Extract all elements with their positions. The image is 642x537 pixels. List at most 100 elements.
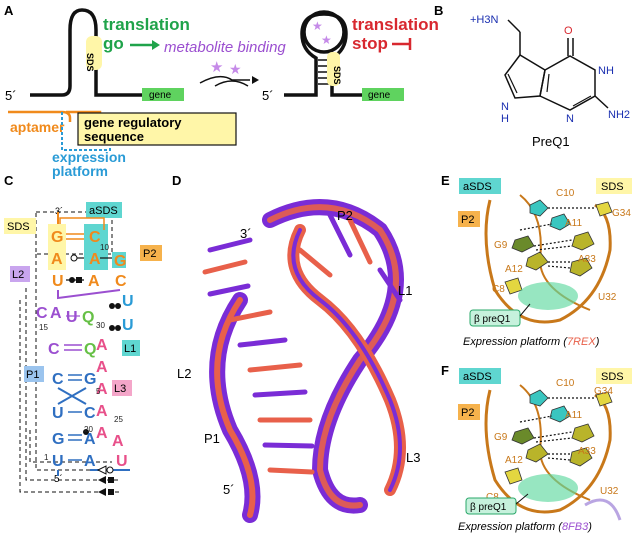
nucleotide: A — [96, 403, 108, 420]
backbone-ribbon-overlay — [214, 297, 256, 518]
f-asds-text: aSDS — [463, 371, 492, 383]
double-bond — [507, 73, 518, 94]
pair-symbols-bottom — [96, 465, 114, 496]
f-backbone — [484, 389, 612, 514]
d-three-prime: 3´ — [240, 226, 252, 241]
f-g9: G9 — [494, 432, 508, 443]
metabolite-star-icon: ★ — [312, 19, 323, 33]
panel-a: A SDS 5´ gene translation go metabolite … — [4, 3, 439, 179]
stop-inhibit-icon — [392, 38, 412, 50]
f-sds-text: SDS — [601, 371, 624, 383]
f-pointer — [515, 493, 529, 505]
aptamer-label: aptamer — [10, 119, 65, 135]
d-l3: L3 — [406, 450, 420, 465]
nucleotide: C — [115, 273, 127, 290]
pair-symbol — [76, 277, 82, 283]
f-caption: Expression platform (8FB3) — [458, 521, 592, 533]
gene-label-left: gene — [149, 90, 172, 101]
nucleotide: U — [66, 309, 78, 326]
l1-tag-text: L1 — [124, 343, 136, 355]
asds-tag — [86, 202, 122, 218]
oxygen-atom: O — [564, 25, 573, 37]
e-preq1-tag — [469, 309, 521, 327]
nucleotide: C — [52, 371, 64, 388]
double-bond — [572, 95, 592, 107]
p1-tag-text: P1 — [26, 369, 39, 381]
translation-stop-text-2: stop — [352, 34, 388, 53]
e-pointer — [519, 303, 531, 317]
nucleotide: C — [84, 405, 96, 422]
metabolite-binding-text: metabolite binding — [164, 39, 286, 56]
amine-bond — [594, 95, 609, 109]
ammonium-group: +H3N — [470, 14, 498, 26]
f-preq1-surface — [518, 474, 578, 502]
c-three-prime: 3´ — [55, 206, 63, 216]
tertiary-lines — [19, 254, 120, 493]
nt-number: 20 — [84, 425, 93, 434]
e-g34: G34 — [612, 208, 631, 219]
panel-c-label: C — [4, 173, 14, 188]
nucleotide: A — [88, 273, 100, 290]
nucleotide: A — [84, 431, 96, 448]
nt-number: 25 — [114, 415, 123, 424]
nucleotide: U — [122, 293, 134, 310]
nucleotide: U — [122, 317, 134, 334]
metabolite-star-icon: ★ — [210, 59, 223, 76]
nucleotide: C — [89, 229, 101, 246]
d-l2: L2 — [177, 366, 191, 381]
nucleotide: A — [50, 305, 62, 322]
e-a33: A33 — [578, 254, 596, 265]
translation-go-text-1: translation — [103, 15, 190, 34]
rna-strand-right — [284, 12, 362, 97]
panel-d: D 3´ P2 L1 L2 P1 5´ L3 — [172, 173, 420, 523]
nh-atom: NH — [598, 65, 614, 77]
translation-stop-text-1: translation — [352, 15, 439, 34]
gene-box-left — [142, 88, 184, 101]
f-asds-tag — [459, 368, 501, 384]
base-sticks — [202, 212, 403, 475]
five-prime-left: 5´ — [5, 88, 17, 103]
expression-platform-text-2: platform — [52, 163, 108, 179]
p2-tag — [140, 245, 162, 261]
f-a33: A33 — [578, 446, 596, 457]
h-left-atom: H — [501, 113, 509, 125]
nucleotide: G — [114, 253, 126, 270]
l2-tag — [10, 266, 30, 282]
f-p2-text: P2 — [461, 407, 474, 419]
panel-d-label: D — [172, 173, 181, 188]
e-caption: Expression platform (7REX) — [463, 336, 600, 348]
expression-platform-text-1: expression — [52, 149, 126, 165]
f-sds-tag — [596, 368, 632, 384]
f-bases — [504, 389, 613, 485]
nucleotide: G — [51, 229, 63, 246]
l1-tag — [122, 340, 140, 356]
p2-tag-text: P2 — [143, 248, 156, 260]
sds-label-right: SDS — [332, 66, 342, 85]
nt-number: 30 — [96, 321, 105, 330]
e-sds-tag — [596, 178, 632, 194]
sds-label-left: SDS — [85, 53, 95, 72]
f-p2-tag — [458, 404, 480, 420]
asds-tag-text: aSDS — [89, 205, 118, 217]
hairpin-loop — [302, 10, 346, 54]
e-p2-tag — [458, 211, 480, 227]
sds-tag — [4, 218, 36, 234]
l3-tag — [112, 380, 132, 396]
e-asds-text: aSDS — [463, 181, 492, 193]
nucleotide: C — [36, 305, 48, 322]
bond — [507, 19, 521, 33]
backbone-ribbon-overlay — [267, 204, 399, 509]
f-c10: C10 — [556, 378, 575, 389]
panel-b: B +H3N O NH N N H NH2 PreQ1 — [434, 3, 630, 149]
nucleotide: A — [96, 337, 108, 354]
sds-highlight-left — [86, 36, 102, 70]
d-l1: L1 — [398, 283, 412, 298]
binding-arrowhead — [252, 76, 259, 84]
nucleotide: U — [52, 405, 64, 422]
gene-box-right — [362, 88, 404, 101]
panel-f: F aSDS SDS P2 C10 A11 — [441, 363, 632, 533]
expression-bracket — [61, 112, 111, 151]
nucleotide: U — [52, 453, 64, 470]
nucleotide: A — [96, 381, 108, 398]
n-left-atom: N — [501, 101, 509, 113]
